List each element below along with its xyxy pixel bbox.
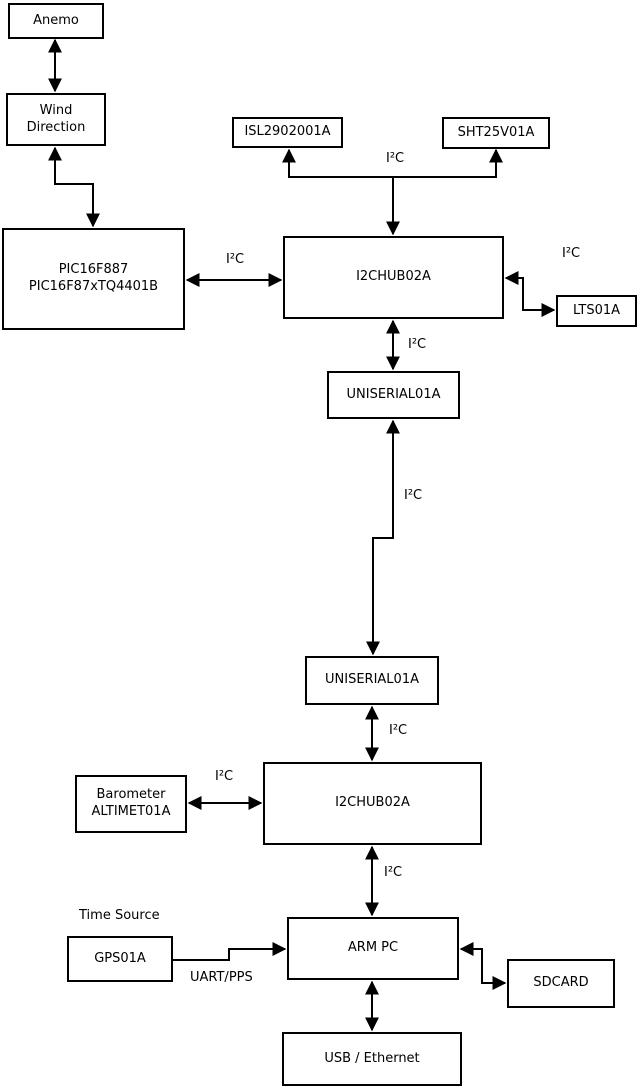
node-sht25v01a: SHT25V01A bbox=[442, 117, 550, 149]
node-usb-ethernet: USB / Ethernet bbox=[282, 1032, 462, 1086]
node-gps01a: GPS01A bbox=[67, 936, 173, 982]
label-i2c-uniserial-hub2: I²C bbox=[389, 723, 408, 738]
label-i2c-sensor-bus: I²C bbox=[386, 151, 405, 166]
node-uniserial01a-bottom: UNISERIAL01A bbox=[305, 656, 439, 705]
node-wind-direction: Wind Direction bbox=[6, 93, 106, 146]
label-time-source: Time Source bbox=[79, 908, 160, 923]
node-anemo: Anemo bbox=[8, 3, 104, 39]
node-i2chub02a-bottom: I2CHUB02A bbox=[263, 762, 482, 845]
node-sdcard: SDCARD bbox=[507, 959, 615, 1008]
node-barometer: Barometer ALTIMET01A bbox=[75, 775, 187, 833]
label-i2c-hub2-arm: I²C bbox=[384, 865, 403, 880]
edge-wind-pic bbox=[48, 146, 100, 228]
label-i2c-long-link: I²C bbox=[404, 488, 423, 503]
node-pic16f887: PIC16F887 PIC16F87xTQ4401B bbox=[2, 228, 185, 330]
node-arm-pc: ARM PC bbox=[287, 917, 459, 980]
node-isl2902001a: ISL2902001A bbox=[232, 117, 343, 148]
label-i2c-barometer: I²C bbox=[215, 769, 234, 784]
edge-gps-arm bbox=[173, 942, 287, 961]
node-lts01a: LTS01A bbox=[556, 295, 637, 327]
label-i2c-hub-uniserial: I²C bbox=[408, 337, 427, 352]
edge-hub1-lts bbox=[504, 271, 556, 317]
node-i2chub02a-top: I2CHUB02A bbox=[283, 236, 504, 319]
node-uniserial01a-top: UNISERIAL01A bbox=[327, 371, 460, 419]
edge-arm-sdcard bbox=[459, 942, 507, 990]
edge-uni1-uni2 bbox=[366, 419, 400, 656]
label-uart-pps: UART/PPS bbox=[190, 970, 253, 985]
label-i2c-lts: I²C bbox=[562, 246, 581, 261]
label-i2c-pic-hub: I²C bbox=[226, 252, 245, 267]
